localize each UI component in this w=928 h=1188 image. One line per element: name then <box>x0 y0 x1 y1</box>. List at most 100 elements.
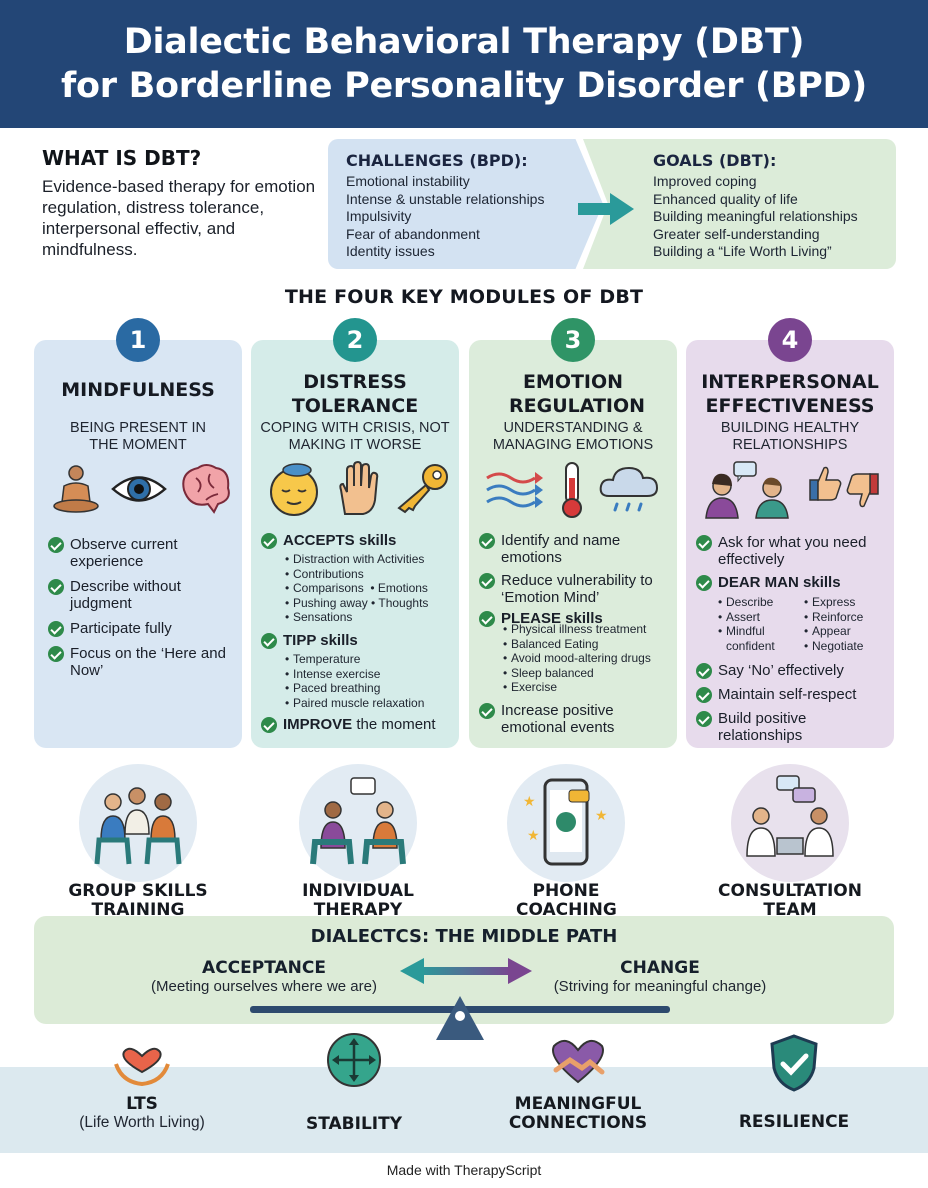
list-item: Negotiate <box>804 639 890 654</box>
check-icon <box>48 537 64 553</box>
check-icon <box>261 633 277 649</box>
module-mindfulness: MINDFULNESS BEING PRESENT IN THE MOMENT … <box>34 340 242 748</box>
module-items: Say ‘No’ effectively Maintain self-respe… <box>696 662 888 744</box>
list-item: Say ‘No’ effectively <box>696 662 888 679</box>
consultation-icon <box>746 775 834 857</box>
change-sub: (Striving for meaningful change) <box>553 978 767 995</box>
check-icon <box>479 573 495 589</box>
outcome-sub: (Life Worth Living) <box>79 1114 205 1131</box>
check-icon <box>696 535 712 551</box>
module-number-badge: 4 <box>768 318 812 362</box>
check-icon <box>261 717 277 733</box>
skill-name: DEAR MAN <box>718 574 799 591</box>
list-item: Comparisons • Emotions <box>285 581 428 596</box>
list-item: Build positive relationships <box>696 710 888 744</box>
calm-face-icon <box>270 463 318 516</box>
group-icon-bg <box>79 764 197 882</box>
change-block: CHANGE (Striving for meaningful change) <box>530 958 790 995</box>
mode-label: CONSULTATION TEAM <box>718 881 862 920</box>
modules-section-title: THE FOUR KEY MODULES OF DBT <box>284 286 644 308</box>
module-number-badge: 1 <box>116 318 160 362</box>
list-item: Emotional instability <box>346 173 470 189</box>
module-distress-tolerance: DISTRESS TOLERANCE COPING WITH CRISIS, N… <box>251 340 459 748</box>
item-text: Participate fully <box>70 620 172 637</box>
item-text: Focus on the ‘Here and Now’ <box>70 645 226 679</box>
therapist-client-icon <box>310 777 406 865</box>
mode-label: INDIVIDUAL THERAPY <box>302 881 414 920</box>
check-icon <box>48 646 64 662</box>
arrow-right-icon <box>578 193 634 225</box>
mode-label: GROUP SKILLS TRAINING <box>68 881 208 920</box>
list-item: Intense exercise <box>285 667 424 682</box>
svg-text:★: ★ <box>523 793 536 809</box>
list-item: Assert <box>718 610 784 625</box>
list-item: Building meaningful relationships <box>653 208 858 224</box>
item-text: Increase positive emotional events <box>501 702 615 736</box>
module-title: DISTRESS TOLERANCE <box>291 371 419 417</box>
list-item: Participate fully <box>48 620 236 637</box>
list-item: Avoid mood-altering drugs <box>503 651 651 666</box>
list-item: Distraction with Activities <box>285 552 428 567</box>
skill-name: IMPROVE <box>283 716 353 733</box>
list-item: Increase positive emotional events <box>479 702 671 736</box>
what-is-body: Evidence-based therapy for emotion regul… <box>42 177 316 259</box>
module-items: Ask for what you need effectively DEAR M… <box>696 534 888 591</box>
hand-stop-icon <box>339 460 379 515</box>
acceptance-sub: (Meeting ourselves where we are) <box>151 978 377 995</box>
list-item: DEAR MAN skills <box>696 574 888 591</box>
item-text: Ask for what you need effectively <box>718 534 867 568</box>
module-subtitle: BEING PRESENT IN THE MOMENT <box>70 420 206 453</box>
list-item: Contributions <box>285 567 428 582</box>
list-item: Improved coping <box>653 173 757 189</box>
list-item: Reduce vulnerability to ‘Emotion Mind’ <box>479 572 671 606</box>
item-text: Reduce vulnerability to ‘Emotion Mind’ <box>501 572 653 606</box>
list-item: Greater self-understanding <box>653 225 820 242</box>
footer-credit: Made with TherapyScript <box>386 1162 542 1178</box>
list-item: Temperature <box>285 652 424 667</box>
page-title: Dialectic Behavioral Therapy (DBT) for B… <box>0 20 928 108</box>
outcome-stability: STABILITY <box>254 1030 454 1134</box>
dialectics-panel: DIALECTCS: THE MIDDLE PATH ACCEPTANCE (M… <box>34 916 894 1040</box>
goals-list: Improved coping Enhanced quality of life… <box>653 173 858 261</box>
module-number-badge: 3 <box>551 318 595 362</box>
outcome-title: MEANINGFUL CONNECTIONS <box>508 1094 648 1133</box>
module-items: Observe current experience Describe with… <box>48 536 236 679</box>
outcome-title: LTS <box>126 1094 158 1114</box>
list-item: Intense & unstable relationships <box>346 190 545 207</box>
stability-icon <box>327 1033 381 1087</box>
list-item: Appear <box>804 624 890 639</box>
module-items: ACCEPTS skills <box>261 532 453 549</box>
group-people-icon <box>94 787 182 865</box>
module-icons <box>34 460 242 520</box>
item-text: Maintain self-respect <box>718 686 857 703</box>
balance-scale-icon <box>250 996 670 1040</box>
accepts-sublist: Distraction with Activities Contribution… <box>261 552 428 625</box>
item-text: Observe current experience <box>70 536 178 570</box>
module-title: EMOTION REGULATION <box>509 371 646 417</box>
mode-label: PHONE COACHING <box>516 881 617 920</box>
list-item: Describe without judgment <box>48 578 236 612</box>
module-subtitle: COPING WITH CRISIS, NOT MAKING IT WORSE <box>260 420 450 453</box>
module-title: INTERPERSONAL EFFECTIVENESS <box>701 371 879 417</box>
module-title: MINDFULNESS <box>61 379 215 401</box>
list-item: Identity issues <box>346 243 435 259</box>
module-items: Identify and name emotions Reduce vulner… <box>479 532 671 627</box>
svg-text:★: ★ <box>595 807 608 823</box>
phone-icon: ★ ★ ★ <box>523 778 608 866</box>
dear-sublist-left: Describe Assert Mindful confident <box>694 595 784 653</box>
thumbs-down-icon <box>846 473 879 508</box>
skill-suffix: skills <box>354 532 397 549</box>
mode-group-skills: GROUP SKILLS TRAINING <box>38 758 238 920</box>
list-item: Fear of abandonment <box>346 225 480 242</box>
item-text: Describe without judgment <box>70 578 181 612</box>
skill-name: ACCEPTS <box>283 532 355 549</box>
module-subtitle: BUILDING HEALTHY RELATIONSHIPS <box>720 420 860 453</box>
list-item: Mindful confident <box>718 624 784 653</box>
please-sublist: Physical illness treatment Balanced Eati… <box>479 622 651 695</box>
outcome-resilience: RESILIENCE <box>694 1030 894 1132</box>
tipp-sublist: Temperature Intense exercise Paced breat… <box>261 652 424 710</box>
individual-icon-bg <box>299 764 417 882</box>
check-icon <box>696 575 712 591</box>
list-item: Sleep balanced <box>503 666 651 681</box>
change-title: CHANGE <box>620 958 700 978</box>
